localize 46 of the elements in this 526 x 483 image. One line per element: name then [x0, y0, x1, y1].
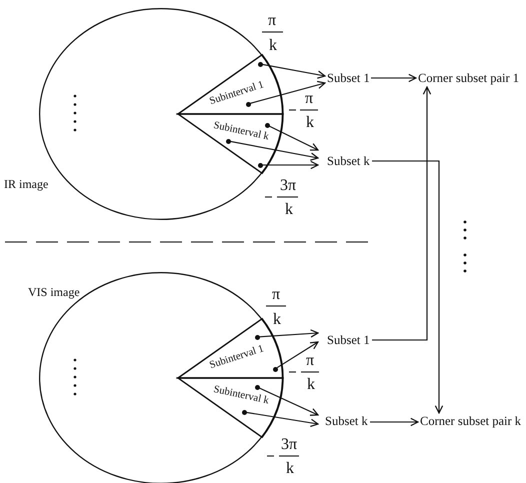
set-label: Corner subset pair 1 — [416, 70, 526, 87]
arrow — [262, 160, 319, 170]
fraction-denominator: k — [273, 312, 281, 328]
sector-label: Subinterval k — [212, 121, 270, 143]
fraction-denominator: k — [306, 115, 314, 131]
fraction-denominator: k — [286, 461, 294, 477]
arrow — [372, 160, 444, 414]
dot-marker — [264, 122, 270, 128]
dot-marker — [226, 138, 230, 144]
dot-marker — [272, 366, 278, 372]
fraction-numerator: π — [306, 353, 314, 369]
arrow — [230, 140, 319, 161]
arrow — [262, 64, 326, 79]
arrow — [269, 126, 319, 151]
arrow — [250, 80, 326, 104]
fraction-numerator: π — [272, 287, 280, 303]
dot-marker — [258, 162, 262, 168]
image-label: VIS image — [28, 286, 80, 298]
set-label: Corner subset pair k — [418, 413, 526, 430]
set-label: Subset 1 — [325, 70, 371, 87]
arrow — [372, 86, 432, 341]
arrow — [259, 329, 319, 338]
image-label: IR image — [4, 178, 48, 190]
set-label: Subset k — [318, 411, 370, 431]
arrow — [259, 388, 319, 416]
circle-sector — [178, 378, 284, 440]
fraction-numerator: 3π — [280, 437, 298, 453]
fraction-numerator: π — [268, 13, 276, 29]
circle-sector — [178, 52, 284, 114]
circle-sector — [178, 114, 284, 176]
arrow — [276, 341, 319, 368]
arrow — [370, 418, 419, 426]
fraction-denominator: k — [269, 38, 277, 54]
fraction-denominator: k — [307, 377, 315, 393]
set-label: Subset 1 — [318, 330, 372, 350]
set-label: Subset k — [318, 146, 372, 170]
dot-marker — [254, 334, 260, 340]
fraction-numerator: π — [304, 91, 314, 107]
sector-label: Subinterval k — [212, 385, 270, 407]
arrow — [371, 74, 417, 82]
dot-marker — [258, 62, 262, 66]
dot-marker — [242, 410, 246, 414]
fraction-numerator: 3π — [280, 178, 296, 194]
dot-marker — [254, 384, 260, 390]
fraction-denominator: k — [285, 202, 293, 218]
arrow — [246, 412, 319, 427]
